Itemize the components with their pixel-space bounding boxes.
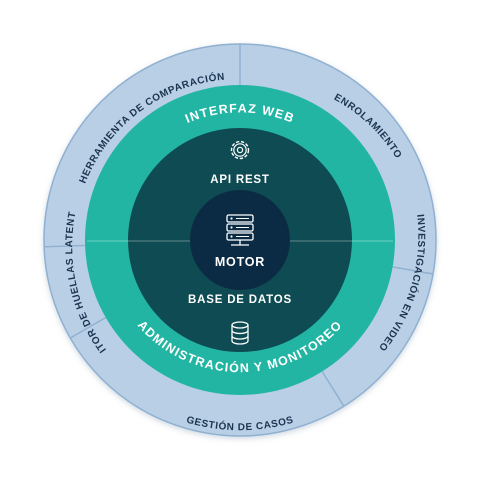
outer-ring-dividers (44, 44, 434, 407)
inner-label-api-rest: API REST (210, 174, 269, 186)
outer-ring-divider (392, 266, 434, 275)
outer-ring-divider (69, 316, 107, 339)
server-icon (226, 214, 254, 246)
database-icon (231, 321, 249, 345)
inner-label-base-de-datos: BASE DE DATOS (188, 294, 292, 306)
outer-ring-divider (321, 371, 345, 407)
core-label-motor: MOTOR (215, 255, 265, 269)
outer-ring-divider (44, 244, 86, 248)
gear-icon (230, 140, 250, 160)
